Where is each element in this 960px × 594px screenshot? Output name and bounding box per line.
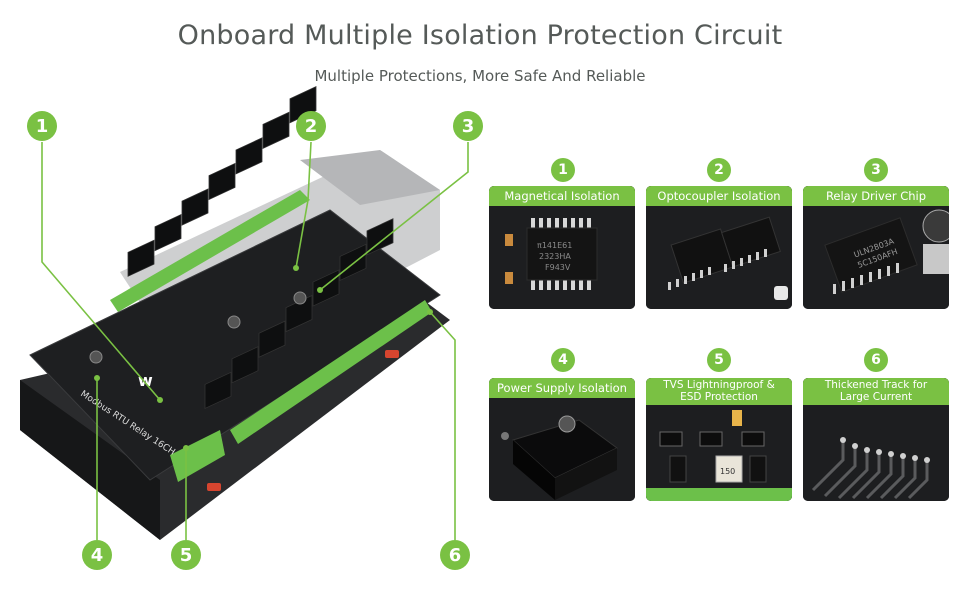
- feature-card-thickened-track: Thickened Track for Large Current: [803, 378, 949, 501]
- feature-card-relay-driver-chip: Relay Driver Chip ULN2803A 5C150AFH: [803, 186, 949, 309]
- feature-card-label: Magnetical Isolation: [489, 186, 635, 206]
- feature-2-number: 2: [707, 158, 731, 182]
- feature-card-magnetical-isolation: Magnetical Isolation π141E61 2323HA F943…: [489, 186, 635, 309]
- feature-4-number: 4: [551, 348, 575, 372]
- callout-2: 2: [296, 111, 326, 141]
- isolator-chip-image: π141E61 2323HA F943V: [489, 186, 635, 309]
- feature-1-number: 1: [551, 158, 575, 182]
- svg-text:150: 150: [720, 467, 735, 476]
- feature-card-optocoupler-isolation: Optocoupler Isolation: [646, 186, 792, 309]
- feature-card-label: Power Supply Isolation: [489, 378, 635, 398]
- board-logo: w: [138, 371, 153, 390]
- feature-card-label: Relay Driver Chip: [803, 186, 949, 206]
- feature-card-label: Optocoupler Isolation: [646, 186, 792, 206]
- page-title: Onboard Multiple Isolation Protection Ci…: [177, 20, 783, 51]
- callout-6: 6: [440, 540, 470, 570]
- optocoupler-chip-image: [646, 186, 792, 309]
- relay-driver-chip-image: ULN2803A 5C150AFH: [803, 186, 949, 309]
- feature-card-tvs-esd-protection: TVS Lightningproof & ESD Protection 150: [646, 378, 792, 501]
- feature-6-number: 6: [864, 348, 888, 372]
- callout-1: 1: [27, 111, 57, 141]
- page-subtitle: Multiple Protections, More Safe And Reli…: [314, 67, 646, 85]
- isolated-power-module-image: [489, 378, 635, 501]
- callout-5: 5: [171, 540, 201, 570]
- feature-card-label: Thickened Track for Large Current: [803, 378, 949, 405]
- feature-5-number: 5: [707, 348, 731, 372]
- callout-3: 3: [453, 111, 483, 141]
- feature-card-label: TVS Lightningproof & ESD Protection: [646, 378, 792, 405]
- callout-4: 4: [82, 540, 112, 570]
- feature-card-power-supply-isolation: Power Supply Isolation: [489, 378, 635, 501]
- svg-text:2323HA: 2323HA: [539, 252, 571, 261]
- svg-text:F943V: F943V: [545, 263, 571, 272]
- feature-3-number: 3: [864, 158, 888, 182]
- svg-text:π141E61: π141E61: [537, 241, 572, 250]
